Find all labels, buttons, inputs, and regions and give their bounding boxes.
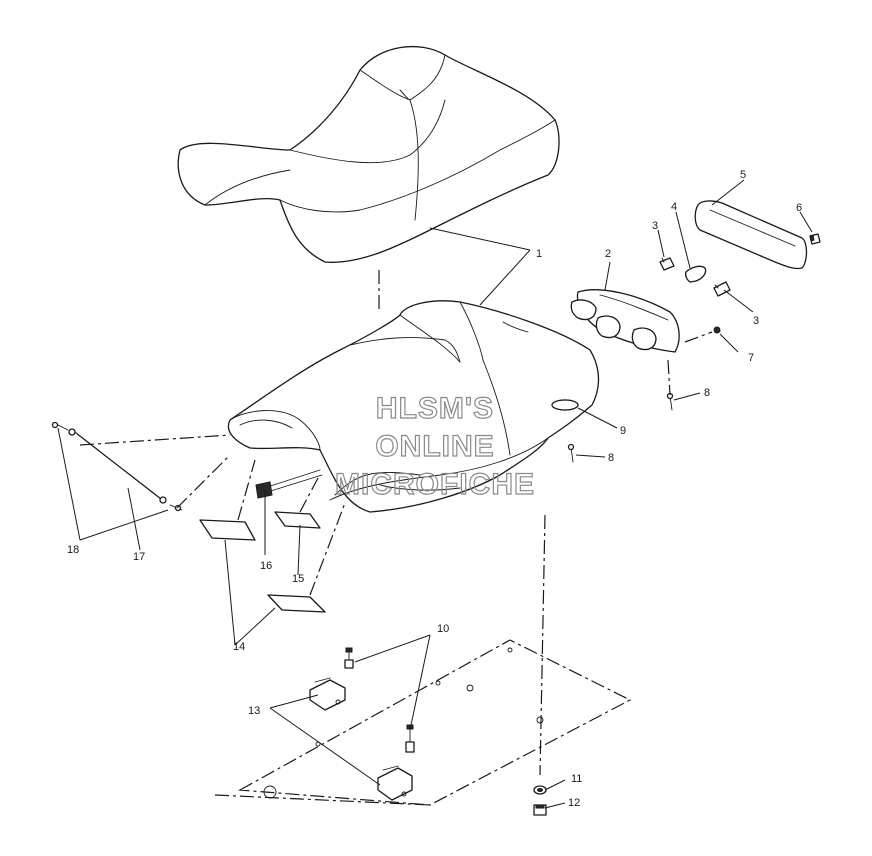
watermark-line-2: ONLINE	[375, 430, 494, 463]
leader-lines	[57, 179, 813, 809]
callout-1: 1	[536, 248, 542, 260]
taillight-housing-part	[570, 289, 680, 353]
bulb-socket-part-2	[713, 281, 731, 297]
latch-strap-part	[255, 469, 323, 499]
callout-13: 13	[248, 705, 260, 717]
callout-15: 15	[292, 573, 304, 585]
callout-9: 9	[620, 425, 626, 437]
callout-17: 17	[133, 551, 145, 563]
pad-part-14a	[199, 519, 256, 541]
bulb-socket-part	[659, 257, 675, 271]
callout-4: 4	[671, 201, 677, 213]
callout-11: 11	[571, 773, 582, 785]
screw-part-8b	[567, 443, 575, 463]
screw-part	[809, 233, 821, 245]
callout-3a: 3	[652, 220, 658, 232]
bulb-part	[684, 265, 707, 283]
washer-part	[533, 785, 547, 795]
bracket-part-a	[309, 677, 346, 711]
callout-12: 12	[568, 797, 580, 809]
pad-part-14b	[267, 594, 326, 613]
callout-labels: 1 2 3 4 5 6 3 7 8 9 8 10 11 12 13 14 15 …	[67, 169, 802, 809]
callout-3b: 3	[753, 315, 759, 327]
callout-7: 7	[748, 352, 754, 364]
watermark-line-3: MICROFICHE	[335, 468, 535, 501]
callout-18: 18	[67, 544, 79, 556]
pad-part-15	[274, 511, 321, 529]
bolt-part-10a	[344, 647, 354, 669]
watermark: HLSM'S ONLINE MICROFICHE	[334, 391, 535, 501]
bracket-part-b	[377, 765, 413, 801]
seat-cover-part	[177, 45, 560, 263]
watermark-line-1: HLSM'S	[376, 392, 494, 425]
callout-5: 5	[740, 169, 746, 181]
callout-6: 6	[796, 202, 802, 214]
callout-14: 14	[233, 641, 245, 653]
nut-part-12	[533, 804, 547, 816]
callout-2: 2	[605, 248, 611, 260]
lens-part	[694, 200, 808, 270]
strap-part	[51, 421, 183, 512]
decal-part	[551, 399, 579, 411]
nut-part	[713, 326, 721, 334]
callout-10: 10	[437, 623, 449, 635]
callout-8a: 8	[704, 387, 710, 399]
callout-8b: 8	[608, 452, 614, 464]
screw-part-8a	[666, 392, 674, 411]
callout-16: 16	[260, 560, 272, 572]
mounting-panel	[214, 639, 632, 806]
assembly-lines	[79, 270, 713, 776]
